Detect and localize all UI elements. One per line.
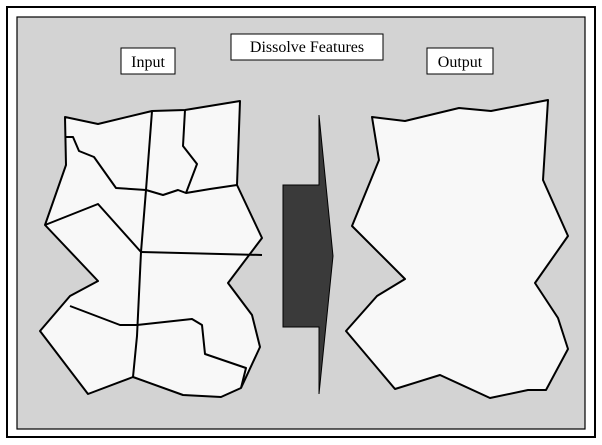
output-label-text: Output xyxy=(438,54,483,71)
boundary-lower xyxy=(69,305,247,389)
boundary-middle-right xyxy=(140,251,263,256)
input-label: Input xyxy=(120,47,176,75)
input-internal-boundaries xyxy=(44,109,263,389)
input-outer-polygon xyxy=(39,100,263,398)
arrow-shape xyxy=(282,114,334,395)
output-label: Output xyxy=(426,47,494,75)
boundary-notch xyxy=(182,109,198,194)
input-label-text: Input xyxy=(131,54,165,71)
title-label: Dissolve Features xyxy=(230,33,384,61)
boundary-middle-left xyxy=(44,203,142,253)
output-polygon xyxy=(345,99,569,399)
title-text: Dissolve Features xyxy=(250,39,364,56)
